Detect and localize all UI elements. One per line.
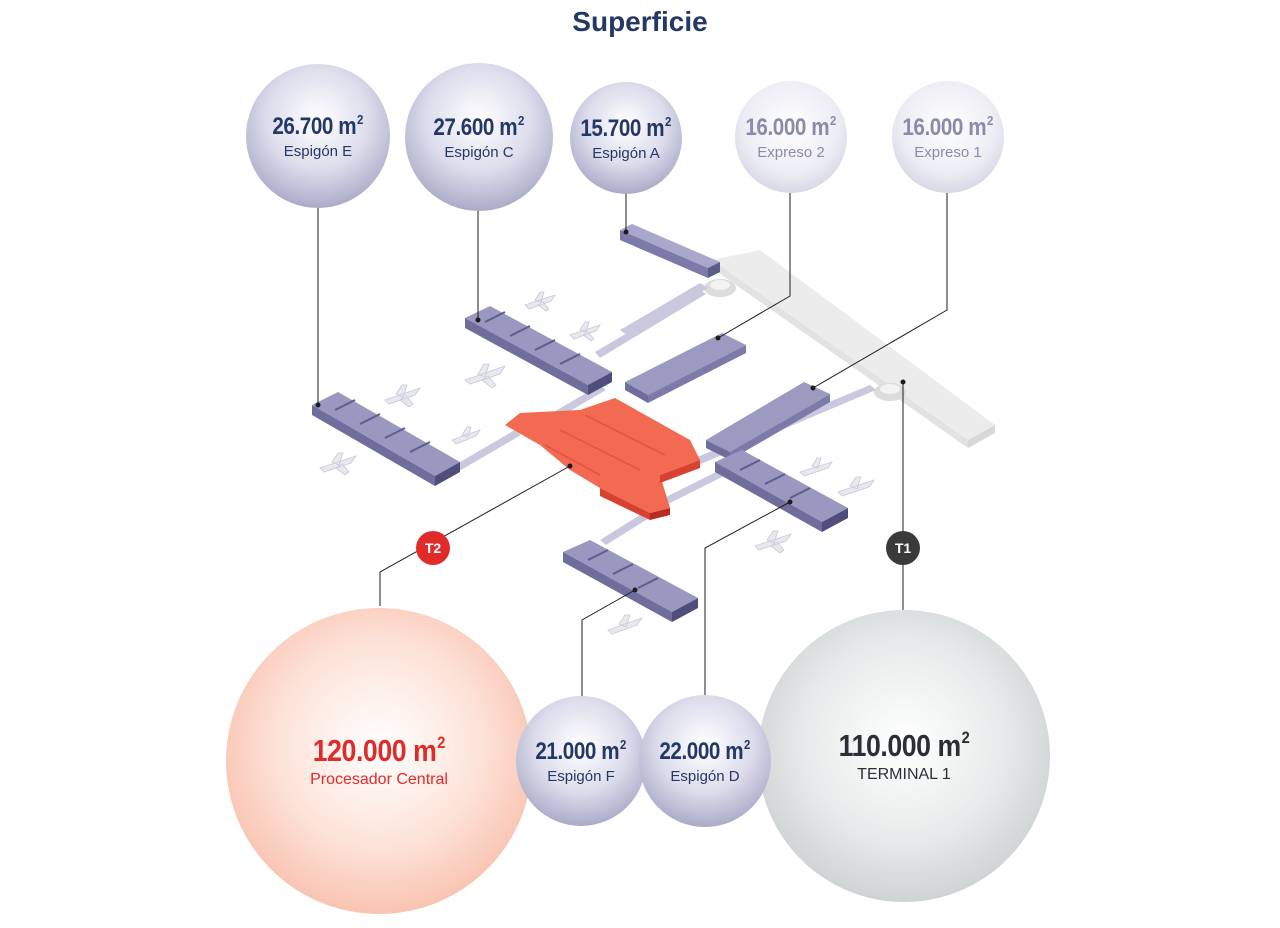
- area-value: 120.000: [312, 733, 407, 768]
- bubble-expreso-2: 16.000 m2 Expreso 2: [735, 81, 847, 193]
- area-label: Espigón C: [444, 143, 514, 161]
- area-unit: m: [413, 733, 437, 768]
- area-unit: m: [725, 737, 744, 765]
- area-label: Procesador Central: [310, 771, 448, 788]
- area-value: 22.000: [659, 737, 721, 765]
- area-exponent: 2: [437, 733, 446, 753]
- area-unit: m: [499, 113, 518, 141]
- area-unit: m: [811, 113, 830, 141]
- area-label: Espigón F: [547, 767, 615, 785]
- area-value: 16.000: [745, 113, 807, 141]
- terminal-1-building: [704, 250, 995, 448]
- pier-d: [715, 450, 848, 532]
- area-value: 15.700: [580, 114, 642, 142]
- area-exponent: 2: [961, 728, 970, 748]
- area-unit: m: [968, 113, 987, 141]
- area-label: Espigón E: [283, 142, 353, 160]
- area-label: Expreso 2: [757, 143, 825, 161]
- expreso-2-building: [625, 333, 746, 403]
- page-title: Superficie: [572, 6, 708, 37]
- area-label: Expreso 1: [914, 143, 982, 161]
- area-unit: m: [937, 728, 961, 763]
- area-value: 27.600: [433, 113, 495, 141]
- area-value: 26.700: [272, 112, 334, 140]
- area-unit: m: [601, 737, 620, 765]
- leader-lines: [317, 190, 948, 698]
- area-exponent: 2: [744, 737, 751, 753]
- bubble-espigon-d: 22.000 m2 Espigón D: [639, 695, 771, 827]
- bubble-terminal-1: 110.000 m2 TERMINAL 1: [758, 610, 1050, 902]
- leader-dots: [315, 229, 906, 593]
- pier-a: [620, 224, 720, 278]
- area-exponent: 2: [518, 113, 525, 129]
- t2-badge: T2: [416, 531, 450, 565]
- area-unit: m: [338, 112, 357, 140]
- area-exponent: 2: [987, 113, 994, 129]
- area-exponent: 2: [620, 737, 627, 753]
- area-value: 16.000: [902, 113, 964, 141]
- bubble-expreso-1: 16.000 m2 Expreso 1: [892, 81, 1004, 193]
- pier-c: [465, 306, 612, 395]
- bubble-espigon-e: 26.700 m2 Espigón E: [246, 64, 390, 208]
- area-label: Espigón D: [670, 767, 740, 785]
- procesador-central-building: [505, 398, 700, 520]
- expreso-1-building: [706, 382, 830, 460]
- area-value: 21.000: [535, 737, 597, 765]
- area-unit: m: [646, 114, 665, 142]
- t1-badge: T1: [886, 531, 920, 565]
- pier-e: [312, 392, 460, 486]
- airplane-icons: [319, 291, 876, 635]
- bubble-procesador-central: 120.000 m2 Procesador Central: [226, 608, 532, 914]
- bubble-espigon-f: 21.000 m2 Espigón F: [516, 696, 646, 826]
- bubble-espigon-c: 27.600 m2 Espigón C: [405, 63, 553, 211]
- pier-f: [563, 540, 698, 622]
- bubble-espigon-a: 15.700 m2 Espigón A: [570, 82, 682, 194]
- area-label: Espigón A: [592, 144, 660, 162]
- area-label: TERMINAL 1: [857, 766, 951, 783]
- area-value: 110.000: [838, 728, 931, 763]
- area-exponent: 2: [830, 113, 837, 129]
- area-exponent: 2: [665, 114, 672, 130]
- area-exponent: 2: [357, 112, 364, 128]
